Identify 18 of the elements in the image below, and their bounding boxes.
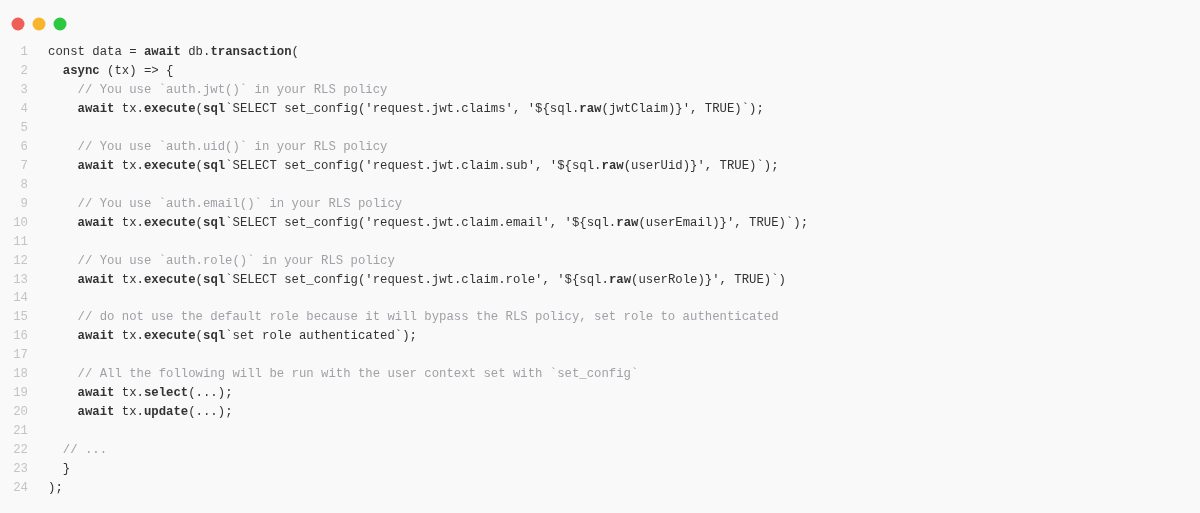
code-line: ); [48, 480, 63, 498]
code-comment: // You use `auth.uid()` in your RLS policy [77, 138, 388, 156]
code-comment: // You use `auth.jwt()` in your RLS policy [77, 81, 388, 99]
code-line: await tx.execute(sql`SELECT set_config('request.jwt.claim.sub', '${sql.raw(userUid)}', TRUE)`); [77, 157, 779, 175]
code-line: const data = await db.transaction( [48, 44, 299, 61]
code-comment: // ... [62, 442, 108, 460]
code-line: await tx.execute(sql`SELECT set_config('request.jwt.claims', '${sql.raw(jwtClaim)}', TRUE)`); [77, 100, 764, 118]
code-line: await tx.select(...); [77, 385, 233, 403]
code-line: await tx.update(...); [77, 404, 233, 422]
code-line: await tx.execute(sql`SELECT set_config('request.jwt.claim.email', '${sql.raw(userEmail)}', TRUE)`); [77, 214, 809, 232]
code-line: await tx.execute(sql`SELECT set_config('request.jwt.claim.role', '${sql.raw(userRole)}', TRUE)`) [77, 271, 786, 289]
code-comment: // You use `auth.role()` in your RLS policy [77, 252, 395, 270]
code-comment: // You use `auth.email()` in your RLS policy [77, 195, 403, 213]
code-comment: // do not use the default role because it will bypass the RLS policy, set role to authenticated [77, 309, 779, 327]
code-line: await tx.execute(sql`set role authenticated`); [77, 328, 417, 346]
code-comment: // All the following will be run with the user context set with `set_config` [77, 366, 639, 384]
code-line: } [62, 461, 71, 479]
code-line: async (tx) => { [62, 62, 174, 80]
